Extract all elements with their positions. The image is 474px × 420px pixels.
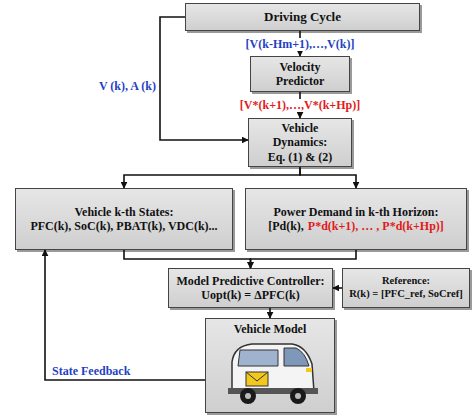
box-body: P*d(k+1), … , P*d(k+Hp)] (308, 219, 444, 233)
box-heading: Vehicle k-th States: (75, 205, 174, 219)
flow-arrow (300, 167, 356, 188)
flow-arrow (333, 287, 342, 289)
flow-arrow (160, 17, 248, 140)
text-row: PFC(k), SoC(k), PBAT(k), VDC(k)... (30, 219, 217, 233)
text-row: Driving Cycle (264, 9, 341, 25)
signal-label: State Feedback (52, 365, 130, 378)
box-heading: Vehicle Dynamics: (253, 121, 347, 150)
input-box: Driving Cycle (185, 3, 420, 31)
box-body: R(k) = [PFC_ref, SoCref] (349, 288, 462, 301)
horizon-box: Power Demand in k-th Horizon:[Pd(k), P*d(… (245, 188, 467, 250)
flow-arrow (251, 250, 357, 268)
box-heading: Model Predictive Controller: (176, 274, 324, 288)
text-row: Uopt(k) = ΔPFC(k) (201, 288, 299, 302)
box-body: Eq. (1) & (2) (268, 150, 333, 164)
text-row: R(k) = [PFC_ref, SoCref] (349, 288, 462, 301)
text-row: Vehicle Model (234, 322, 307, 336)
state-box: Vehicle k-th States:PFC(k), SoC(k), PBAT… (15, 188, 233, 250)
controller-box: Model Predictive Controller:Uopt(k) = ΔP… (168, 268, 333, 308)
signal-label: V (k), A (k) (99, 80, 156, 93)
signal-label: [V*(k+1),…,V*(k+Hp)] (238, 99, 362, 112)
box-heading: Vehicle Model (234, 322, 307, 336)
process-box: Vehicle Dynamics:Eq. (1) & (2) (248, 118, 352, 167)
text-row: Eq. (1) & (2) (268, 150, 333, 164)
text-row: Power Demand in k-th Horizon: (273, 205, 438, 219)
flow-arrow (124, 250, 251, 268)
box-heading: Power Demand in k-th Horizon: (273, 205, 438, 219)
reference-box: Reference:R(k) = [PFC_ref, SoCref] (342, 268, 470, 308)
signal-label: [V(k-Hm+1),…,V(k)] (244, 38, 357, 51)
box-heading: Velocity Predictor (255, 60, 345, 89)
box-body: Uopt(k) = ΔPFC(k) (201, 288, 299, 302)
text-row: Velocity Predictor (255, 60, 345, 89)
text-row: Model Predictive Controller: (176, 274, 324, 288)
process-box: Velocity Predictor (250, 56, 350, 92)
text-row: [Pd(k), P*d(k+1), … , P*d(k+Hp)] (268, 219, 444, 233)
flow-arrow (269, 308, 271, 318)
box-heading: Reference: (382, 275, 430, 288)
box-body: PFC(k), SoC(k), PBAT(k), VDC(k)... (30, 219, 217, 233)
text-row: Reference: (382, 275, 430, 288)
flow-arrow (124, 167, 300, 188)
box-heading: Driving Cycle (264, 9, 341, 25)
plant-box: Vehicle Model (205, 318, 335, 413)
text-row: Vehicle Dynamics: (253, 121, 347, 150)
box-body: [Pd(k), (268, 219, 304, 233)
text-row: Vehicle k-th States: (75, 205, 174, 219)
